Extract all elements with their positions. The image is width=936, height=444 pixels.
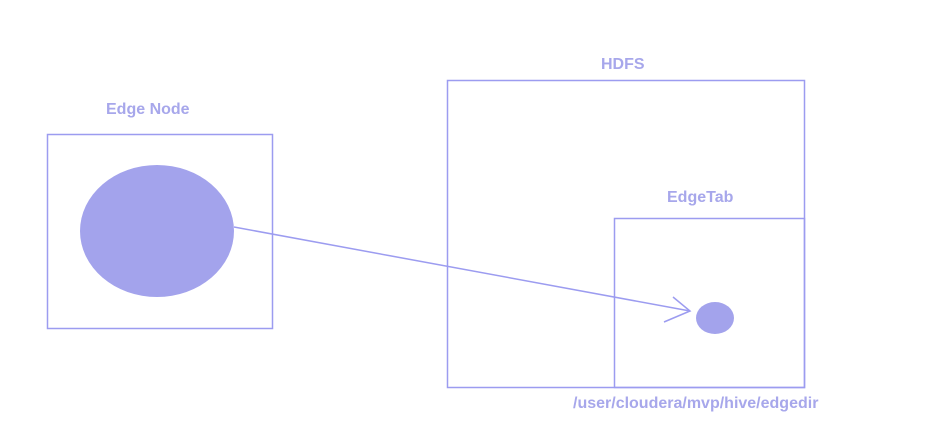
hdfs-box [446,79,806,389]
edgetab-data-circle [696,302,734,334]
edgetab-box [613,217,806,389]
edge-node-label: Edge Node [106,101,190,118]
edge-node-box [46,133,274,330]
edge-node-data-circle [80,165,234,297]
edgetab-label: EdgeTab [667,189,734,206]
data-flow-arrowhead [663,296,692,323]
data-flow-arrow-line [233,226,691,312]
hdfs-label: HDFS [601,56,645,73]
hdfs-path-label: /user/cloudera/mvp/hive/edgedir [573,395,819,412]
